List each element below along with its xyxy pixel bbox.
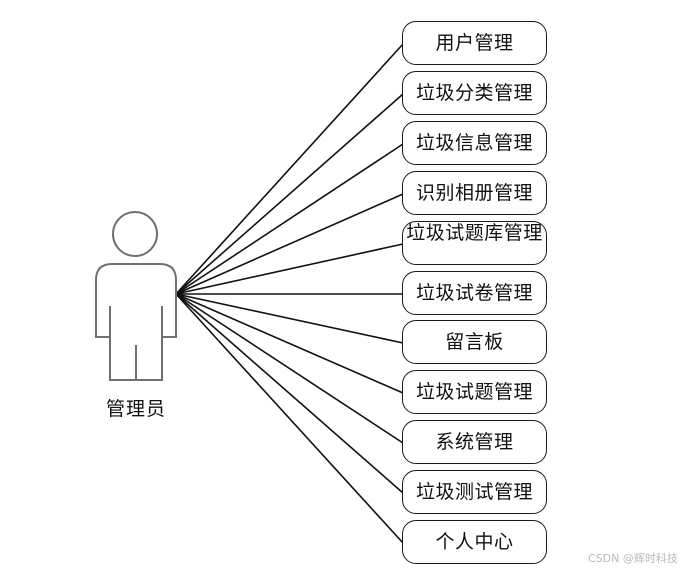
use-case-label: 垃圾试卷管理 [415,282,533,304]
use-case-9: 系统管理 [402,420,547,464]
use-case-label: 垃圾测试管理 [415,481,533,503]
use-case-3: 垃圾信息管理 [402,121,547,165]
association-line [175,243,404,295]
use-case-label: 垃圾试题管理 [415,381,533,403]
association-line [175,293,404,544]
watermark: CSDN @辉时科技 [588,552,678,565]
use-case-label: 识别相册管理 [415,182,533,204]
use-case-4: 识别相册管理 [402,171,547,215]
use-case-label: 垃圾信息管理 [415,132,533,154]
association-line [175,93,404,295]
association-line [175,193,404,295]
use-case-6: 垃圾试卷管理 [402,271,547,315]
use-case-11: 个人中心 [402,520,547,564]
use-case-8: 垃圾试题管理 [402,370,547,414]
use-case-10: 垃圾测试管理 [402,470,547,514]
association-line [175,43,404,295]
use-case-7: 留言板 [402,320,547,364]
use-case-label: 个人中心 [435,531,514,553]
use-case-5: 垃圾试题库管理 [402,221,547,265]
association-line [175,293,404,344]
association-line [175,293,404,494]
use-case-label: 系统管理 [435,431,514,453]
use-case-label: 垃圾试题库管理 [406,222,543,244]
actor-figure-icon [95,211,177,381]
use-case-label: 垃圾分类管理 [415,82,533,104]
use-case-2: 垃圾分类管理 [402,71,547,115]
association-line [175,293,404,394]
actor-label: 管理员 [105,398,166,420]
association-line [175,143,404,295]
use-case-1: 用户管理 [402,21,547,65]
use-case-label: 用户管理 [435,32,514,54]
association-line [175,293,404,444]
use-case-label: 留言板 [445,331,504,353]
